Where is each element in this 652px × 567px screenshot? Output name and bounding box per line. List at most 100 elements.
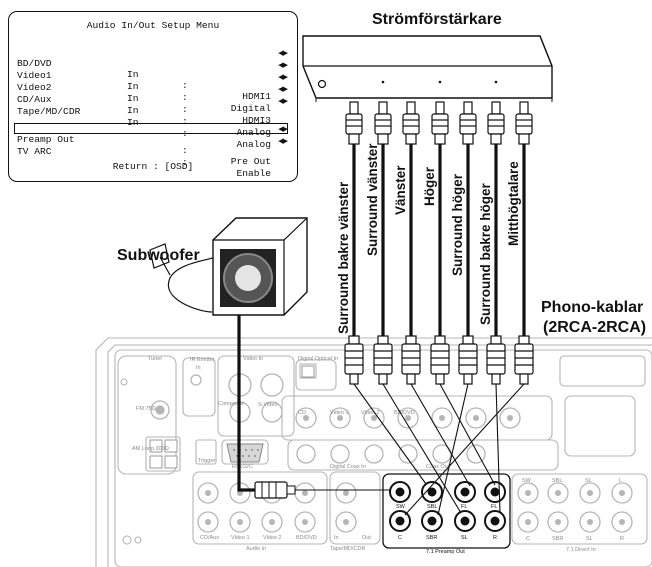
left-right-arrows-icon: ◀▶ [278, 61, 288, 69]
osd-row-io: In [127, 93, 139, 104]
direct-bottom-r: R [620, 536, 624, 542]
am-label: AM Loop 300Ω [132, 446, 169, 452]
preamp-bottom-sl: SL [461, 535, 468, 541]
left-right-arrows-icon: ◀▶ [278, 49, 288, 57]
channel-label: Höger [422, 166, 437, 206]
osd-row[interactable]: TV ARC : Enable ◀▶ [9, 135, 297, 179]
bottom-label-out: Out [362, 535, 371, 541]
coax-out-label: Coax Out [426, 464, 450, 470]
bottom-label-video2: Video 2 [263, 535, 282, 541]
optical-port [301, 365, 315, 378]
ir-in-label: In [196, 365, 201, 371]
fm-label: FM 75Ω [136, 406, 156, 412]
left-right-arrows-icon: ◀▶ [278, 125, 288, 133]
subwoofer-cable [237, 315, 390, 499]
osd-row-sep: : [182, 157, 188, 168]
tape-label: Tape/MD/CDR [330, 546, 365, 552]
bottom-rca-plugs [344, 335, 534, 385]
osd-return-hint: Return : [OSD] [112, 161, 194, 172]
osd-row-sep: : [182, 145, 188, 156]
osd-row-value: Enable [236, 168, 271, 179]
digital-optical-label: Digital Optical In [298, 356, 338, 362]
osd-row-name: Video2 [17, 82, 52, 93]
osd-row-sep: : [182, 104, 188, 115]
preamp-top-sw: SW [396, 504, 406, 510]
left-right-arrows-icon: ◀▶ [278, 97, 288, 105]
rear-panel-labels: Tuner IR Emitter In Video In Digital Opt… [132, 356, 624, 553]
osd-row-name: BD/DVD [17, 58, 52, 69]
video1-label: Video 1 [330, 410, 349, 416]
wall-plug-icon [149, 243, 170, 269]
preamp-top-sbl: SBL [427, 504, 437, 510]
audio-in-label: Audio In [246, 546, 266, 552]
preamp-bottom-r: R [493, 535, 497, 541]
channel-label: Surround bakre höger [478, 182, 493, 325]
cable-label-line2: (2RCA-2RCA) [543, 319, 647, 336]
osd-row-name: Tape/MD/CDR [17, 106, 81, 117]
ir-emitter-label: IR Emitter [190, 357, 215, 363]
power-amplifier [302, 35, 553, 102]
preamp-top-fl2: FL [491, 504, 497, 510]
osd-row[interactable]: CD/Aux In : Analog ◀▶ [9, 83, 297, 138]
osd-row[interactable]: Video2 In : HDMI3 ◀▶ [9, 71, 297, 126]
am-terminal [149, 439, 178, 469]
preamp-out-block: SW SBL FL FL C SBR SL R 7.1 Preamp Out [382, 473, 511, 555]
rs232-label: RS232C [232, 464, 253, 470]
cable-label-line1: Phono-kablar [541, 299, 644, 316]
cd-label: CD [298, 410, 306, 416]
osd-row-io: In [127, 105, 139, 116]
subwoofer-label: Subwoofer [117, 247, 200, 264]
channel-label: Surround vänster [365, 143, 380, 256]
osd-row-value: Digital [230, 103, 271, 114]
amplifier-label: Strömförstärkare [372, 11, 502, 28]
osd-selection-highlight [14, 123, 288, 134]
direct-bottom-sl: SL [586, 536, 593, 542]
direct-top-sl: SL [585, 478, 592, 484]
osd-row-io: In [127, 69, 139, 80]
bottom-label-cdaux: CD/Aux [200, 535, 219, 541]
direct-in-label: 7.1 Direct In [566, 547, 596, 553]
osd-row-sep: : [182, 116, 188, 127]
jack-centers [205, 415, 625, 525]
s-video-label: S-Video [258, 402, 277, 408]
direct-bottom-sbr: SBR [552, 536, 563, 542]
subwoofer-power-cable [149, 243, 214, 313]
direct-top-sbl: SBL [552, 478, 562, 484]
top-rca-plugs [345, 101, 533, 145]
tuner-label: Tuner [148, 356, 162, 362]
direct-top-sw: SW [522, 478, 532, 484]
bottom-label-bddvd: BD/DVD [296, 535, 317, 541]
channel-label: Surround bakre vänster [336, 181, 351, 334]
channel-label: Surround höger [450, 173, 465, 276]
osd-row-value: Pre Out [230, 156, 271, 167]
bottom-label-in: In [334, 535, 339, 541]
osd-row-selected[interactable]: Preamp Out : Pre Out ◀▶ [9, 123, 297, 167]
preamp-bottom-sbr: SBR [426, 535, 437, 541]
rs232-port [226, 443, 264, 463]
osd-row-value: HDMI1 [242, 91, 271, 102]
direct-top-l: L [619, 478, 622, 484]
osd-row-name: CD/Aux [17, 94, 52, 105]
composite-label: Composite [218, 401, 244, 407]
channel-label: Vänster [393, 165, 408, 215]
channel-label: Mitthögtalare [506, 161, 521, 246]
osd-row[interactable]: BD/DVD In : HDMI1 ◀▶ [9, 47, 297, 102]
osd-row-sep: : [182, 92, 188, 103]
subwoofer [212, 217, 308, 316]
direct-bottom-c: C [526, 536, 530, 542]
osd-row-io: In [127, 117, 139, 128]
digital-coax-in-label: Digital Coax In [330, 464, 366, 470]
bddvd-optical-label: BD/DVD [394, 410, 415, 416]
bottom-label-video1: Video 1 [231, 535, 250, 541]
osd-row[interactable]: Video1 In : Digital ◀▶ [9, 59, 297, 114]
osd-row-io: In [127, 81, 139, 92]
video-in-label: Video In [243, 356, 263, 362]
osd-row-value: HDMI3 [242, 115, 271, 126]
left-right-arrows-icon: ◀▶ [278, 85, 288, 93]
video2-label: Video 2 [361, 410, 380, 416]
osd-row-name: Preamp Out [17, 134, 75, 145]
phono-cables [352, 144, 526, 336]
osd-menu-title: Audio In/Out Setup Menu [86, 20, 220, 31]
osd-row-sep: : [182, 80, 188, 91]
